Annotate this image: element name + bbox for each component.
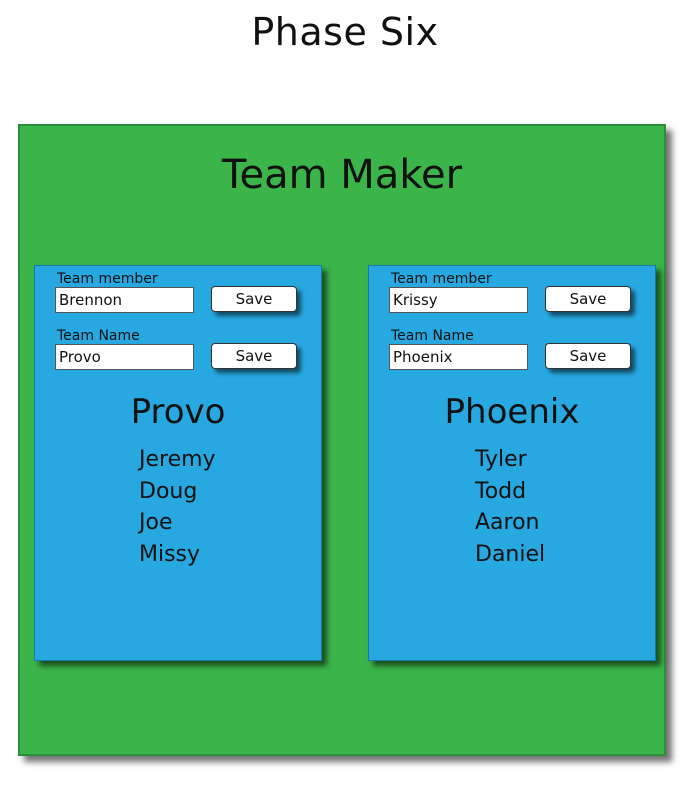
save-team-name-button[interactable]: Save [545, 343, 631, 369]
board-title: Team Maker [221, 152, 463, 198]
list-item: Daniel [475, 541, 546, 567]
save-team-name-button[interactable]: Save [211, 343, 297, 369]
team-card-phoenix: Team member Save Team Name Save Phoenix … [368, 265, 656, 661]
list-item: Tyler [475, 447, 527, 472]
team-name-heading: Provo [130, 392, 226, 432]
list-item: Jeremy [139, 447, 216, 472]
team-member-label: Team member [391, 271, 492, 287]
team-name-input[interactable] [55, 344, 194, 370]
list-item: Todd [475, 478, 527, 504]
save-member-button[interactable]: Save [545, 286, 631, 312]
team-maker-board: Team Maker Team member Save Team Name Sa… [18, 124, 666, 756]
team-member-input[interactable] [55, 287, 194, 313]
list-item: Doug [139, 478, 198, 504]
team-name-heading: Phoenix [444, 392, 580, 432]
team-name-label: Team Name [391, 328, 474, 344]
save-member-button[interactable]: Save [211, 286, 297, 312]
list-item: Missy [139, 541, 201, 567]
team-name-input[interactable] [389, 344, 528, 370]
list-item: Aaron [475, 510, 540, 535]
team-member-label: Team member [57, 271, 158, 287]
member-list: Tyler Todd Aaron Daniel [475, 444, 545, 570]
list-item: Joe [139, 510, 173, 535]
team-card-provo: Team member Save Team Name Save Provo Je… [34, 265, 322, 661]
page-title: Phase Six [251, 10, 439, 54]
team-name-label: Team Name [57, 328, 140, 344]
member-list: Jeremy Doug Joe Missy [139, 444, 216, 570]
team-member-input[interactable] [389, 287, 528, 313]
